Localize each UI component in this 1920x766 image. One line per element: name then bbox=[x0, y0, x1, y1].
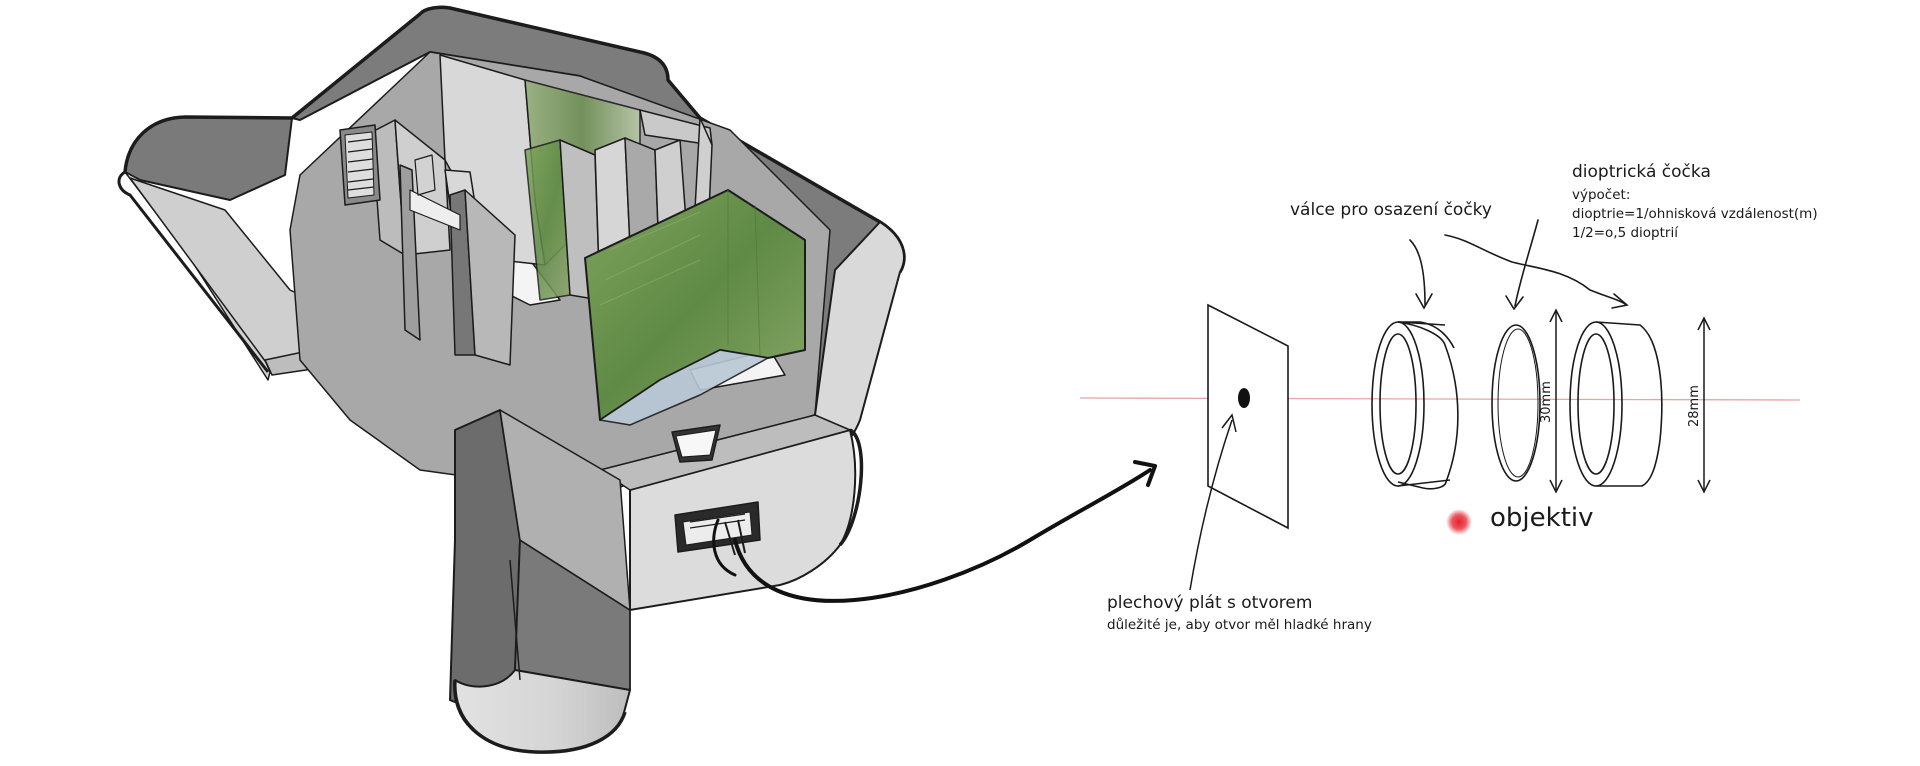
label-plate-title: plechový plát s otvorem bbox=[1107, 593, 1313, 613]
optical-scheme bbox=[1079, 219, 1801, 591]
pinhole-dot bbox=[1238, 388, 1250, 408]
pinhole-plate bbox=[1207, 303, 1289, 530]
cutaway-model bbox=[117, 5, 906, 754]
label-objective: objektiv bbox=[1490, 503, 1594, 533]
optical-axis bbox=[1079, 397, 1801, 401]
plate-pointer-arrow bbox=[1189, 419, 1233, 591]
cylinder-pointer-arrows bbox=[1409, 234, 1629, 310]
dimension-30mm bbox=[1549, 308, 1563, 494]
plate-pointer-arrowhead bbox=[1221, 413, 1237, 433]
wall-slot bbox=[414, 154, 436, 196]
connector-arrowhead bbox=[1133, 460, 1157, 487]
label-plate-note: důležité je, aby otvor měl hladké hrany bbox=[1107, 617, 1372, 633]
lens-pointer-arrow bbox=[1514, 219, 1539, 307]
central-pillars bbox=[524, 137, 691, 301]
label-dim-30mm: 30mm bbox=[1539, 381, 1554, 423]
objective-marker bbox=[1446, 509, 1472, 535]
cylinder-1-edge-top bbox=[1397, 321, 1446, 326]
connector-tail bbox=[712, 518, 737, 577]
cylinder-1-edge-bottom bbox=[1397, 479, 1451, 487]
lens-cylinder-1 bbox=[1371, 321, 1459, 490]
floor-opening-inner bbox=[675, 429, 717, 458]
label-lens-calc-2: dioptrie=1/ohnisková vzdálenost(m) bbox=[1572, 206, 1818, 222]
curved-connector-arrow bbox=[733, 468, 1152, 603]
lens-pointer-arrowhead bbox=[1505, 295, 1524, 311]
louvered-window bbox=[339, 124, 381, 206]
bottom-pipe bbox=[449, 409, 631, 754]
projection-screen bbox=[584, 189, 806, 426]
pinhole-aperture bbox=[674, 501, 761, 556]
label-cylinders: válce pro osazení čočky bbox=[1290, 200, 1492, 220]
label-lens-title: dioptrická čočka bbox=[1572, 162, 1711, 182]
dimension-28mm bbox=[1697, 316, 1711, 494]
label-lens-calc-1: výpočet: bbox=[1572, 187, 1631, 203]
dioptric-lens bbox=[1491, 324, 1541, 482]
dioptric-lens-rim bbox=[1497, 328, 1539, 478]
outer-contour bbox=[123, 12, 422, 173]
lens-cylinder-2 bbox=[1569, 321, 1663, 487]
label-dim-28mm: 28mm bbox=[1687, 385, 1702, 427]
label-lens-calc-3: 1/2=o,5 dioptrií bbox=[1572, 225, 1678, 241]
